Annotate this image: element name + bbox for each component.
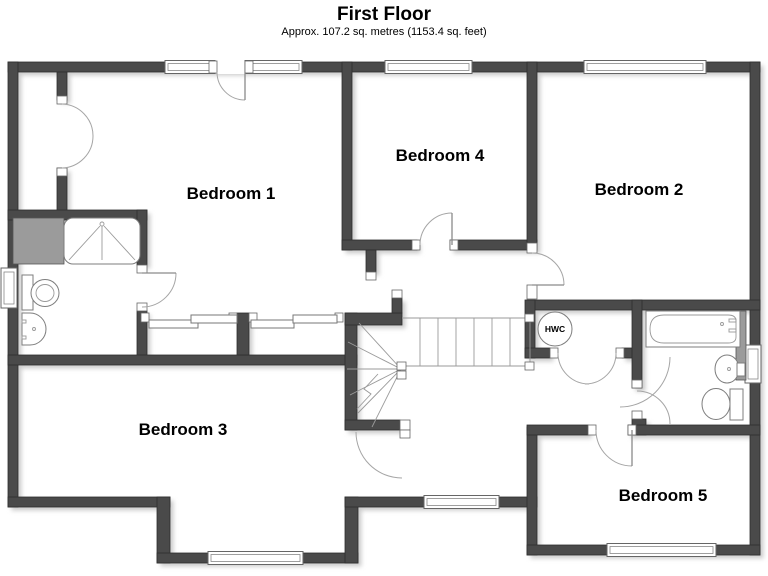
page-subtitle: Approx. 107.2 sq. metres (1153.4 sq. fee…	[281, 26, 486, 38]
sliding-wardrobe-doors-bedroom1	[140, 312, 344, 329]
shower-cubicle	[63, 217, 141, 265]
window-bedroom4	[384, 60, 473, 74]
window-bedroom1-right	[244, 60, 303, 74]
door-bedroom5	[587, 424, 637, 467]
window-bedroom3-bay	[207, 551, 304, 565]
hwc-label: HWC	[545, 324, 565, 334]
room-label-bedroom-1: Bedroom 1	[187, 184, 276, 203]
bathroom-toilet	[701, 388, 744, 421]
door-gap-top	[217, 60, 245, 74]
door-bathroom	[631, 379, 671, 425]
window-bedroom2	[583, 60, 707, 74]
room-label-bedroom-5: Bedroom 5	[619, 486, 708, 505]
door-bedroom1-balcony	[208, 60, 254, 101]
door-inner-hall	[619, 356, 671, 408]
window-mid-lobby	[423, 495, 500, 509]
door-bedroom2	[526, 242, 565, 300]
ensuite-sink	[21, 312, 47, 346]
window-bedroom5	[606, 543, 717, 557]
room-label-bedroom-4: Bedroom 4	[396, 146, 485, 165]
staircase	[347, 313, 535, 428]
ensuite-toilet	[21, 274, 60, 311]
room-label-bedroom-3: Bedroom 3	[139, 420, 228, 439]
window-ensuite-left-wall	[0, 267, 18, 309]
page-title: First Floor	[337, 4, 432, 25]
window-bedroom1-left	[164, 60, 216, 74]
stair-break-line	[356, 373, 379, 410]
landing-opening-jambs	[365, 271, 411, 431]
room-label-bedroom-2: Bedroom 2	[595, 180, 684, 199]
ensuite-gray-block	[12, 217, 65, 265]
door-bedroom4	[411, 212, 459, 251]
hot-water-cylinder: HWC	[537, 311, 573, 347]
bathtub	[645, 310, 741, 348]
door-bedroom1-closet-double	[56, 95, 94, 177]
door-hwc-double	[549, 347, 625, 385]
door-ensuite	[136, 264, 177, 312]
door-bedroom3	[355, 429, 411, 479]
bathroom-sink	[714, 354, 746, 384]
window-bathroom-right-wall	[744, 344, 762, 384]
